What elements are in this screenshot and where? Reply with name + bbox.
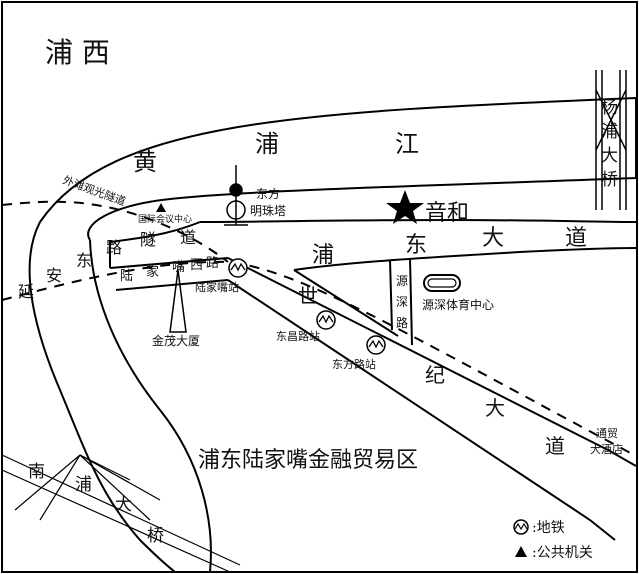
bridge-south-4: 桥 [147, 526, 164, 546]
yanan-road-6: 道 [180, 228, 196, 247]
oriental-pearl-tower-icon [224, 165, 248, 226]
station-lujiazui-label: 陆家嘴站 [195, 280, 239, 294]
bridge-south-3: 大 [115, 495, 132, 515]
station-dongchang-label: 东昌路站 [276, 329, 320, 343]
hotel-star-icon [386, 190, 424, 224]
century-ave-2: 纪 [425, 363, 445, 387]
century-ave-3: 大 [485, 396, 505, 420]
yanan-road-1: 延 [18, 282, 34, 301]
river-east-bank [89, 239, 212, 573]
stadium-label: 源深体育中心 [422, 297, 494, 312]
century-ave-4: 道 [545, 434, 565, 458]
hotel-shanghai-label-2: 大酒店 [590, 442, 623, 456]
lujiazui-west-3: 嘴 [172, 260, 185, 275]
dongchang-station-icon [316, 310, 336, 330]
yuanshen-road-3: 路 [396, 315, 408, 330]
huangpu-river [39, 96, 637, 241]
station-dongfang-label: 东方路站 [332, 357, 376, 371]
century-ave-1: 世 [298, 284, 318, 308]
century-ave-inner [293, 269, 399, 337]
lujiazui-west-upper [109, 257, 229, 269]
lujiazui-west-4: 西 [190, 258, 203, 273]
zone-label: 浦东陆家嘴金融贸易区 [198, 448, 418, 473]
tower-label-2: 明珠塔 [250, 204, 286, 218]
pudong-ave-1: 浦 [312, 243, 334, 268]
pudong-dadao-upper [199, 218, 637, 223]
yanan-road-2: 安 [46, 266, 62, 285]
century-ave-lower [227, 279, 616, 541]
dongfang-station-icon [366, 335, 386, 355]
jinmao-tower-icon [169, 269, 187, 333]
metro-line-2 [1, 260, 637, 457]
lujiazui-west-lower [115, 279, 229, 291]
yanan-road-5: 隧 [140, 230, 156, 249]
nanpu-bridge [1, 454, 241, 573]
pudong-ave-3: 大 [482, 226, 504, 251]
bridge-north-3: 大 [601, 146, 618, 166]
bridge-north-4: 桥 [601, 170, 618, 190]
legend-metro-icon [513, 519, 529, 535]
yuanshen-road-2: 深 [396, 295, 408, 309]
bund-tunnel-line [1, 200, 229, 263]
river-west-bank [28, 221, 176, 573]
river-label-3: 江 [395, 130, 419, 158]
yangpu-bridge [595, 70, 627, 210]
tunnel-exit-edge [109, 221, 201, 268]
district-west-label: 浦 西 [45, 36, 110, 69]
stadium-inner [427, 278, 457, 288]
legend-public-icon [515, 546, 527, 557]
yanan-road-3: 东 [76, 251, 92, 270]
stadium-icon [423, 274, 461, 292]
hotel-label: 音和 [425, 201, 469, 226]
river-label-1: 黄 [133, 148, 157, 176]
yuanshen-road-1: 源 [396, 274, 408, 288]
bridge-south-2: 浦 [75, 475, 92, 495]
hotel-shanghai-label-1: 通贸 [596, 427, 618, 440]
tower-label-1: 东方 [256, 186, 280, 201]
pudong-ave-4: 道 [565, 226, 587, 251]
pudong-dadao-lower [293, 247, 637, 271]
yuanshen-road-w [389, 259, 393, 331]
jinmao-label: 金茂大厦 [152, 333, 200, 348]
bridge-north-1: 杨 [601, 98, 618, 118]
lujiazui-station-icon [228, 258, 248, 278]
river-label-2: 浦 [255, 130, 279, 158]
yuanshen-road-e [409, 257, 413, 346]
lujiazui-west-2: 家 [146, 264, 159, 280]
bridge-south-1: 南 [28, 462, 45, 482]
pudong-ave-2: 东 [405, 233, 427, 258]
lujiazui-west-5: 路 [206, 255, 219, 271]
lujiazui-west-1: 陆 [120, 268, 133, 284]
legend-metro-label: :地铁 [532, 520, 565, 536]
legend-public-label: :公共机关 [532, 545, 593, 561]
yanan-road-4: 路 [106, 238, 122, 257]
tunnel-label: 外滩观光隧道 [61, 173, 128, 209]
conference-center-icon [156, 203, 166, 212]
bridge-north-2: 浦 [601, 122, 618, 142]
conference-label: 国际会议中心 [138, 213, 192, 225]
century-ave-upper [227, 257, 637, 467]
